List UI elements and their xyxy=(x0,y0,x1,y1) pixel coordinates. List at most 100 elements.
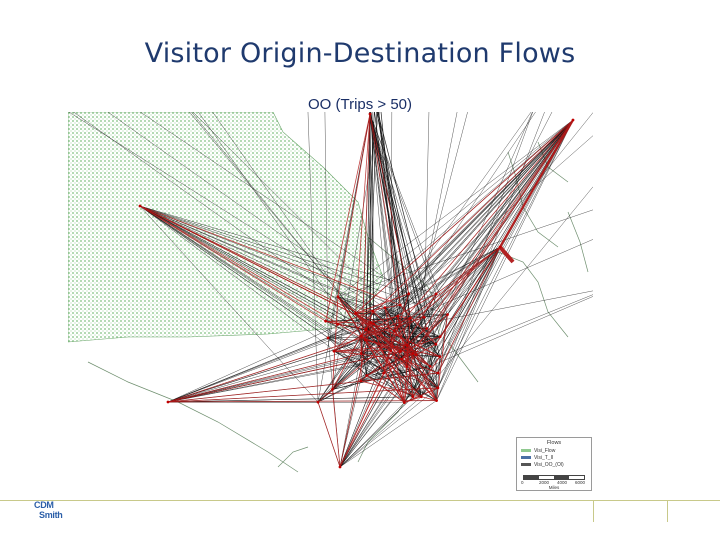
flow-line xyxy=(167,354,417,403)
slide-title: Visitor Origin-Destination Flows xyxy=(144,38,576,69)
flow-line xyxy=(394,330,441,337)
flow-line xyxy=(139,205,371,323)
flow-line xyxy=(435,246,501,295)
flow-line xyxy=(369,113,441,337)
flow-line xyxy=(439,119,574,337)
zone-node xyxy=(359,352,363,355)
flow-line xyxy=(447,246,501,315)
heavy-flow-lines xyxy=(139,113,574,468)
map-legend: Flows Visi_Flow Visi_T_II Visi_OO_(Ol) 0… xyxy=(516,437,592,491)
zone-node xyxy=(435,399,438,402)
legend-swatch xyxy=(521,449,531,453)
zone-node xyxy=(436,371,440,375)
zone-node xyxy=(438,335,442,338)
flow-line xyxy=(365,339,436,345)
flow-line xyxy=(369,113,410,294)
flow-line xyxy=(400,135,593,306)
zone-node xyxy=(438,355,442,359)
map-caption: OO (Trips > 50) xyxy=(307,96,413,113)
flow-line xyxy=(167,372,439,403)
zone-node xyxy=(382,371,386,375)
flow-line xyxy=(139,205,319,403)
flow-line xyxy=(360,328,428,382)
flow-line xyxy=(370,119,574,323)
flow-line xyxy=(394,246,501,332)
flow-line xyxy=(365,329,408,346)
zone-node xyxy=(324,319,328,323)
flow-line xyxy=(337,296,401,352)
flow-line xyxy=(376,112,417,355)
flow-line xyxy=(337,209,593,297)
flow-line xyxy=(439,294,593,357)
flow-line xyxy=(139,205,437,295)
flow-line xyxy=(399,304,408,346)
legend-item-label: Visi_Flow xyxy=(534,448,556,454)
scale-label: 4000 xyxy=(557,480,568,485)
zone-node xyxy=(405,344,409,347)
flow-line xyxy=(436,246,501,401)
legend-item: Visi_Flow xyxy=(521,448,555,454)
legend-item: Visi_T_II xyxy=(521,455,553,461)
zone-node xyxy=(434,342,438,346)
flow-line xyxy=(383,343,437,374)
flow-line xyxy=(339,354,417,468)
flow-line xyxy=(401,119,574,360)
flow-line xyxy=(399,304,437,345)
legend-item: Visi_OO_(Ol) xyxy=(521,462,564,468)
zone-node xyxy=(436,386,440,390)
land-region xyxy=(68,112,384,343)
flow-line xyxy=(439,246,501,337)
flow-line xyxy=(369,113,437,294)
flow-line xyxy=(404,246,501,403)
flow-line xyxy=(337,323,367,330)
legend-swatch xyxy=(521,456,531,460)
zone-node xyxy=(371,309,375,313)
flow-line xyxy=(339,323,374,468)
flow-line xyxy=(167,353,362,403)
flow-line xyxy=(339,396,413,468)
flow-line xyxy=(339,387,439,468)
scale-label: 6000 xyxy=(575,480,586,485)
zone-node xyxy=(446,313,449,316)
zone-node xyxy=(396,314,400,318)
flow-line xyxy=(499,119,574,248)
flow-line xyxy=(421,186,593,397)
flow-line xyxy=(139,205,366,341)
flow-line xyxy=(140,112,409,294)
flow-line xyxy=(415,354,437,401)
legend-swatch xyxy=(521,463,531,467)
flow-line xyxy=(337,119,574,297)
flow-line xyxy=(317,401,341,468)
flow-line xyxy=(139,205,395,332)
zone-node xyxy=(414,353,418,357)
flow-line xyxy=(355,293,409,314)
flow-line xyxy=(404,366,431,403)
flow-map-svg xyxy=(68,112,593,473)
flow-line xyxy=(339,372,385,468)
flow-line xyxy=(409,119,574,319)
flow-line xyxy=(325,318,411,322)
zone-node xyxy=(392,329,396,333)
flow-line xyxy=(139,205,362,354)
zone-node xyxy=(372,322,376,326)
zone-node xyxy=(389,349,393,353)
flow-line xyxy=(355,312,439,389)
scale-label: 2000 xyxy=(539,480,550,485)
flow-line xyxy=(369,113,401,306)
flow-line xyxy=(325,113,371,322)
flow-line xyxy=(189,112,356,314)
zone-node xyxy=(338,465,342,469)
flow-line xyxy=(337,119,574,325)
flow-line xyxy=(198,112,384,374)
flow-line xyxy=(360,380,437,401)
zone-node xyxy=(359,379,363,383)
flow-line xyxy=(406,119,574,367)
zone-node xyxy=(369,321,373,324)
zone-node xyxy=(407,292,411,296)
zone-node xyxy=(331,387,334,391)
footer-divider xyxy=(593,500,594,522)
zone-node xyxy=(364,328,367,332)
flow-line xyxy=(139,205,425,318)
zone-node xyxy=(166,400,170,404)
flow-line xyxy=(139,205,326,322)
